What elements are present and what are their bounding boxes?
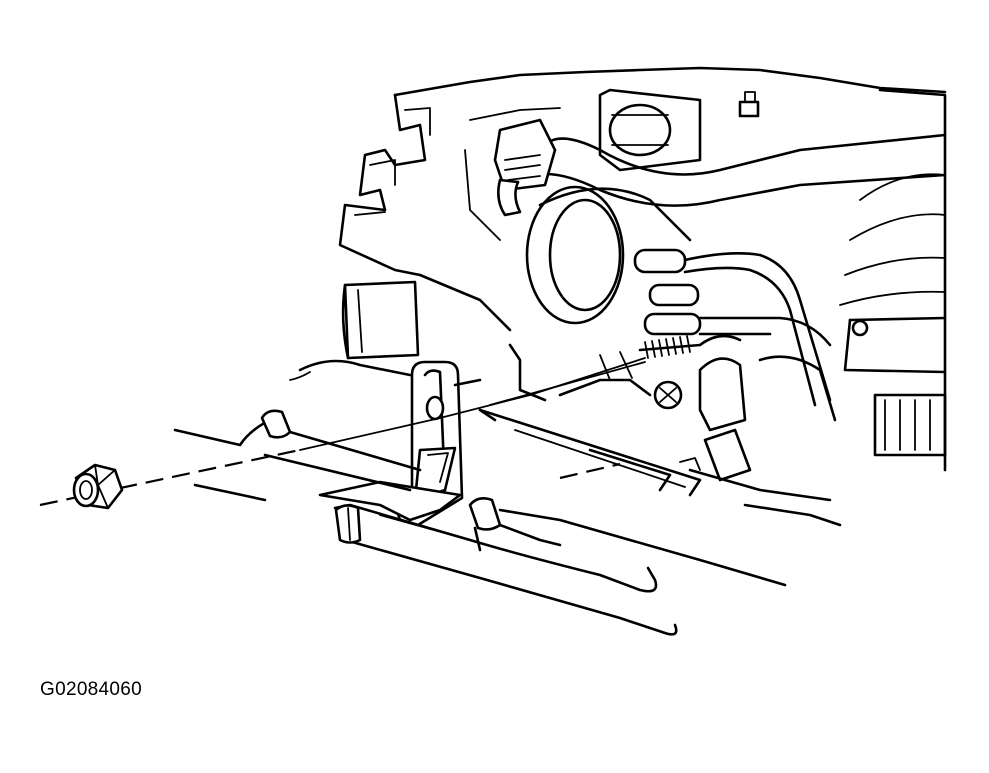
- cable-spring: [638, 334, 742, 359]
- lower-hoses: [173, 409, 842, 636]
- figure-id-label: G02084060: [40, 679, 143, 700]
- assembly-path: [39, 357, 646, 507]
- lower-mechanism: [508, 343, 837, 502]
- upper-hose: [493, 118, 947, 217]
- floor-plate: [478, 408, 702, 497]
- mounting-bracket: [318, 360, 482, 527]
- flange-nut: [72, 463, 124, 510]
- left-duct: [289, 280, 420, 381]
- engine-block: [338, 66, 947, 472]
- throttle-body: [525, 88, 832, 407]
